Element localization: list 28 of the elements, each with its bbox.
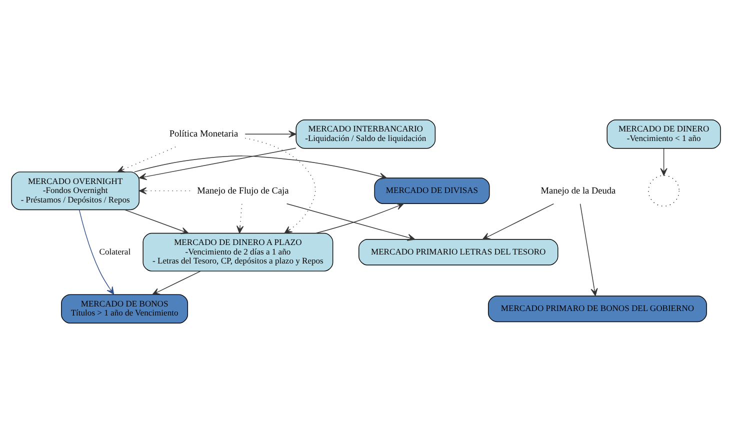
arrow bbox=[580, 203, 598, 296]
arrow bbox=[236, 204, 244, 234]
arrow bbox=[78, 209, 114, 295]
node-text: Manejo de la Deuda bbox=[540, 186, 616, 196]
arrow bbox=[660, 148, 668, 176]
node-box: MERCADO PRIMARO DE BONOS DEL GOBIERNO bbox=[488, 296, 707, 322]
node-box: MERCADO DE BONOS Títulos > 1 año de Vencimiento bbox=[61, 294, 188, 324]
arrow bbox=[244, 130, 296, 138]
node-box: MERCADO PRIMARIO LETRAS DEL TESORO bbox=[358, 238, 558, 266]
arrow bbox=[138, 187, 190, 194]
node-box: MERCADO DE DINERO -Vencimiento < 1 año bbox=[606, 120, 721, 149]
arrow bbox=[117, 146, 176, 172]
node-box: MERCADO INTERBANCARIO -Liquidación / Saldo de liquidación bbox=[296, 120, 436, 149]
arrow bbox=[244, 138, 316, 234]
arrow bbox=[482, 203, 554, 240]
arrow bbox=[315, 203, 404, 234]
edge-label: Colateral bbox=[99, 246, 131, 256]
arrow bbox=[286, 203, 416, 241]
node-box: MERCADO DE DINERO A PLAZO -Vencimiento de 2 días a 1 año - Letras del Tesoro, CP, depósitos a plazo y Repos bbox=[142, 232, 334, 272]
node-box: MERCADO OVERNIGHT -Fondos Overnight - Préstamos / Depósitos / Repos bbox=[11, 172, 140, 210]
arrow bbox=[134, 156, 388, 180]
node-text: Política Monetaria bbox=[169, 130, 238, 140]
arrow bbox=[152, 270, 201, 295]
node-box: MERCADO DE DIVISAS bbox=[374, 178, 490, 204]
arrow bbox=[124, 209, 189, 234]
node-text: Manejo de Flujo de Caja bbox=[197, 186, 289, 196]
node-circle bbox=[648, 175, 680, 207]
arrow bbox=[138, 148, 296, 180]
